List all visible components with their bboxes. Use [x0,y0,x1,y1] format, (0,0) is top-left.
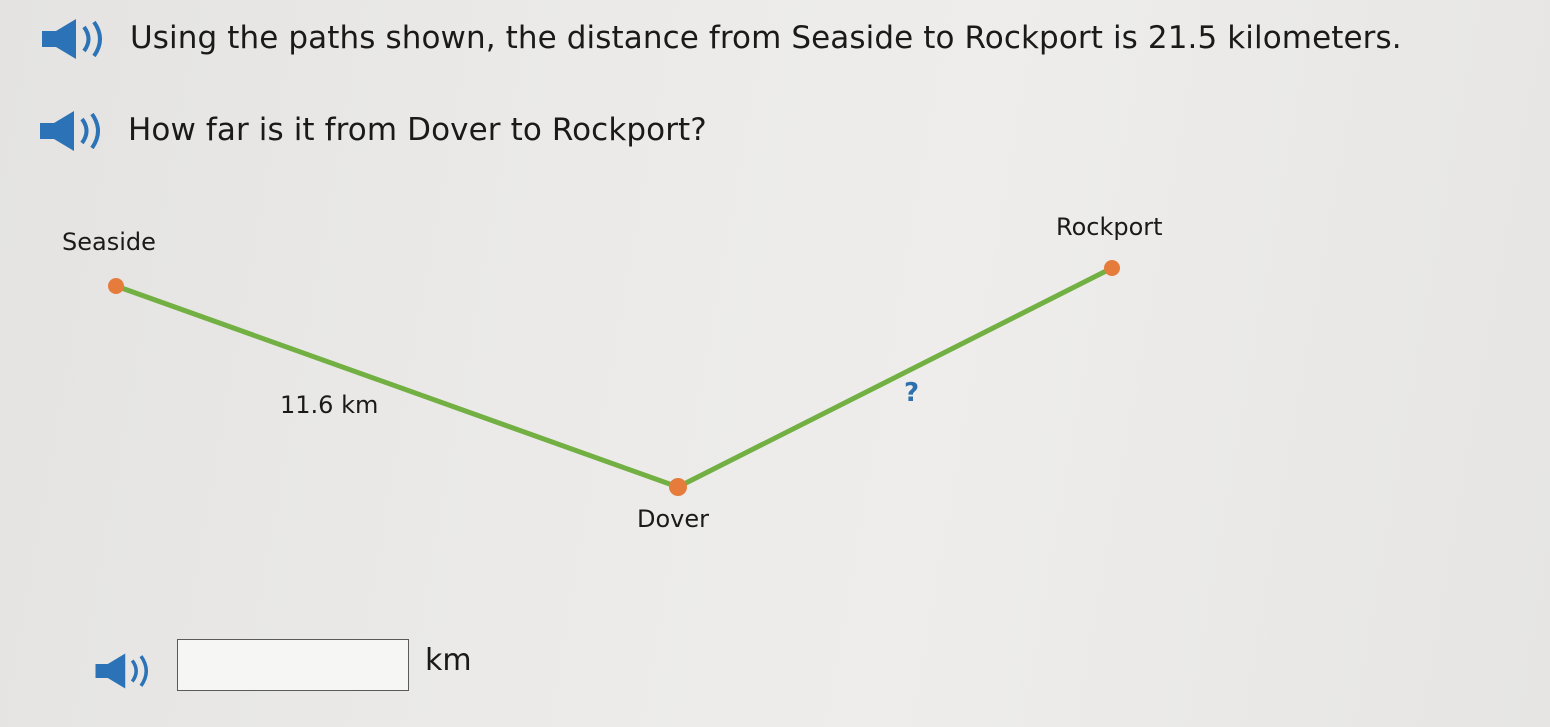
speaker-icon[interactable] [36,108,116,154]
question-line-1: Using the paths shown, the distance from… [130,20,1402,56]
path-seaside-dover [113,283,681,490]
city-label-rockport: Rockport [1056,213,1163,241]
dover-point [669,478,687,496]
path-dover-rockport [675,265,1115,490]
city-label-seaside: Seaside [62,228,156,256]
answer-unit: km [425,643,472,678]
city-label-dover: Dover [637,505,709,533]
unknown-distance-label: ? [904,378,920,408]
answer-input[interactable] [177,639,409,691]
question-line-2: How far is it from Dover to Rockport? [128,112,707,148]
speaker-icon[interactable] [38,16,118,62]
distance-label-seaside-dover: 11.6 km [280,391,379,419]
seaside-point [108,278,124,294]
speaker-icon[interactable] [92,648,162,694]
rockport-point [1104,260,1120,276]
